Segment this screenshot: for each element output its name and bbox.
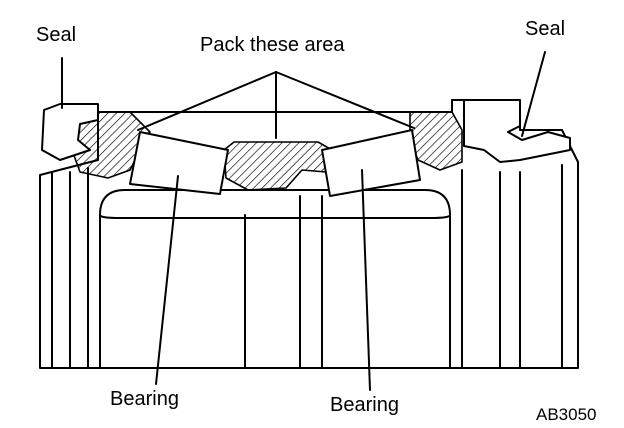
leader-pack-right: [275, 71, 415, 129]
seal-right-shape: [463, 99, 571, 163]
label-bearing-left: Bearing: [110, 388, 179, 410]
leader-bearing-left: [155, 175, 179, 385]
figure-code: AB3050: [536, 405, 597, 424]
label-seal-right: Seal: [525, 18, 566, 40]
label-seal-left: Seal: [36, 24, 77, 46]
spindle-bore: [99, 189, 451, 219]
label-bearing-right: Bearing: [330, 394, 399, 416]
leader-pack-left: [137, 71, 277, 131]
label-pack-area: Pack these area: [200, 34, 345, 56]
bearing-right-roller: [321, 129, 421, 197]
leader-bearing-right: [361, 169, 371, 391]
grease-area-center: [223, 141, 333, 191]
bearing-left-roller: [129, 131, 229, 195]
seal-left-shape: [41, 103, 99, 161]
leader-seal-right: [521, 51, 546, 137]
